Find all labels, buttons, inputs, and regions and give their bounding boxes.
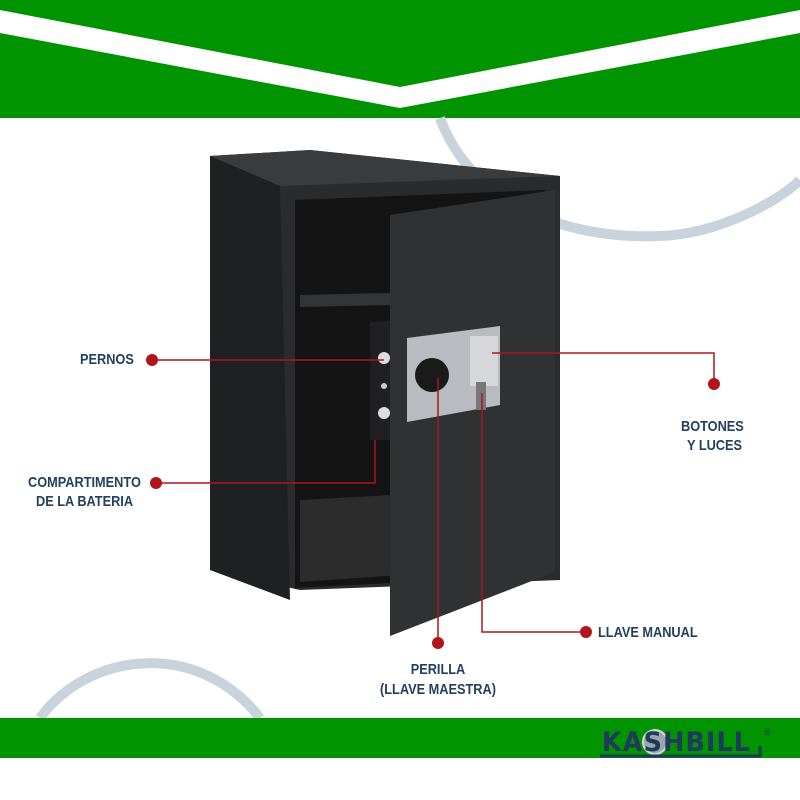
decorative-arc	[35, 658, 264, 722]
label-perilla-line2: (LLAVE MAESTRA)	[380, 681, 496, 698]
callout-lines	[152, 352, 715, 640]
label-pernos: PERNOS	[80, 351, 134, 368]
label-perilla-line1: PERILLA	[410, 661, 466, 678]
white-chevron-stripe	[0, 10, 800, 108]
label-llave-manual: LLAVE MANUAL	[598, 624, 698, 641]
label-compartimento-line2: DE LA BATERIA	[36, 493, 134, 510]
registered-mark: ®	[764, 727, 771, 737]
label-botones-line1: BOTONES	[681, 418, 744, 435]
label-botones-line2: Y LUCES	[687, 437, 743, 454]
brand-logo: KASHBILL	[601, 727, 751, 758]
logo-coin-icon	[642, 729, 668, 755]
callout-dots	[146, 354, 720, 649]
safe	[210, 150, 560, 636]
label-compartimento-line1: COMPARTIMENTO	[28, 474, 141, 491]
